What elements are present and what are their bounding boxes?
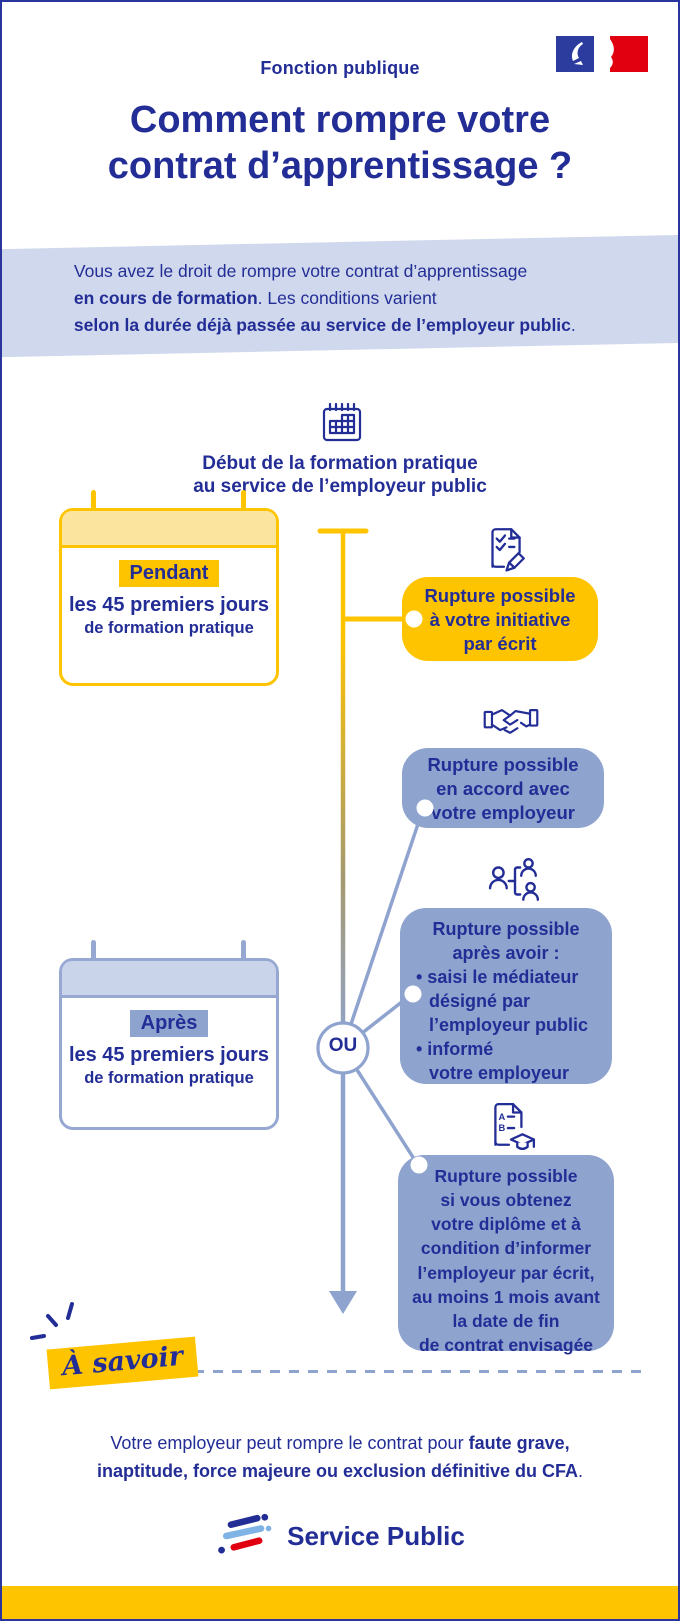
page-title: Comment rompre votre contrat d’apprentis… [2,98,678,189]
calendar-icon [322,402,362,442]
note-line2-normal: . [578,1460,584,1481]
outcome4-line4: condition d’informer [420,1238,592,1259]
outcome-bubble-mediator: Rupture possible après avoir : • saisi l… [400,908,612,1084]
footer-brand: Service Public [287,1520,465,1551]
emphasis-sparkle-icon [30,1302,74,1340]
intro-band: Vous avez le droit de rompre votre contr… [2,234,678,358]
intro-paragraph: Vous avez le droit de rompre votre contr… [2,242,678,339]
timeline-start-line1: Début de la formation pratique [202,453,478,474]
outcome4-line5: l’employeur par écrit, [417,1262,595,1283]
period-after-line2: de formation pratique [84,1069,254,1087]
note-line1-normal: Votre employeur peut rompre le contrat p… [110,1433,469,1453]
period-during-tag: Pendant [118,560,220,587]
outcome3-line5: l’employeur public [429,1014,589,1035]
outcome4-line3: votre diplôme et à [431,1214,581,1235]
outcome1-line1: Rupture possible [424,585,576,606]
or-label: OU [328,1035,358,1056]
note-line1: Votre employeur peut rompre le contrat p… [2,1430,678,1458]
outcome2-line3: votre employeur [431,802,575,824]
calendar-header-band [62,511,276,548]
outcome-bubble-agreement: Rupture possible en accord avec votre em… [402,748,604,828]
note-text: Votre employeur peut rompre le contrat p… [2,1430,678,1486]
outcome4-line7: la date de fin [452,1310,560,1331]
outcome2-line1: Rupture possible [427,754,579,775]
mediator-people-icon [488,857,540,901]
handshake-icon [483,709,539,734]
period-after-tag: Après [129,1010,209,1037]
intro-line3-bold: selon la durée déjà passée au service de… [73,315,571,336]
outcome4-line8: de contrat envisagée [418,1334,594,1355]
document-check-pencil-icon [491,528,525,572]
calendar-header-band [62,961,276,998]
intro-line2-bold: en cours de formation [73,288,258,309]
outcome1-line2: à votre initiative [429,609,571,631]
outcome-bubble-diploma: Rupture possible si vous obtenez votre d… [398,1155,614,1355]
bottom-accent-bar [2,1586,678,1619]
department-label: Fonction publique [260,58,420,78]
service-public-logo [218,1513,272,1554]
period-during-card: Pendant les 45 premiers jours de formati… [59,508,279,686]
timeline-arrowhead-icon [329,1291,357,1314]
note-line2: inaptitude, force majeure ou exclusion d… [2,1458,678,1486]
outcome4-line6: au moins 1 mois avant [412,1286,600,1307]
dashed-divider [194,1370,646,1373]
page-title-line2: contrat d’apprentissage ? [107,144,573,187]
outcome3-line6: • informé [416,1038,494,1059]
intro-line2-rest: . Les conditions varient [257,288,437,309]
diploma-graduation-icon: A B [494,1103,536,1151]
outcome1-line3: par écrit [463,633,537,655]
intro-line2: en cours de formation. Les conditions va… [73,285,678,312]
timeline-start-label: Début de la formation pratique au servic… [2,452,678,498]
timeline-start-line2: au service de l’employeur public [193,476,487,498]
intro-line3: selon la durée déjà passée au service de… [73,312,678,339]
outcome-bubble-initiative: Rupture possible à votre initiative par … [402,577,598,661]
outcome3-line7: votre employeur [429,1062,570,1083]
intro-line1: Vous avez le droit de rompre votre contr… [73,261,528,282]
outcome3-line3: • saisi le médiateur [416,966,579,987]
page-title-line1: Comment rompre votre [129,99,551,141]
note-line2-bold: inaptitude, force majeure ou exclusion d… [96,1460,579,1481]
period-during-line1: les 45 premiers jours [68,594,270,616]
intro-line3-rest: . [570,315,576,336]
outcome2-line2: en accord avec [436,778,570,800]
period-during-line2: de formation pratique [84,619,254,637]
period-after-card: Après les 45 premiers jours de formation… [59,958,279,1130]
footer: Service Public [2,1510,678,1562]
outcome3-line1: Rupture possible [432,919,580,939]
french-government-flag-logo [556,36,648,72]
note-line1-bold: faute grave, [468,1433,570,1453]
period-after-line1: les 45 premiers jours [68,1044,270,1066]
outcome4-line2: si vous obtenez [440,1190,572,1211]
outcome3-line4: désigné par [429,990,531,1011]
svg-text:B: B [499,1123,506,1133]
svg-text:A: A [499,1112,506,1122]
outcome3-line2: après avoir : [452,942,560,963]
outcome4-line1: Rupture possible [434,1166,578,1186]
